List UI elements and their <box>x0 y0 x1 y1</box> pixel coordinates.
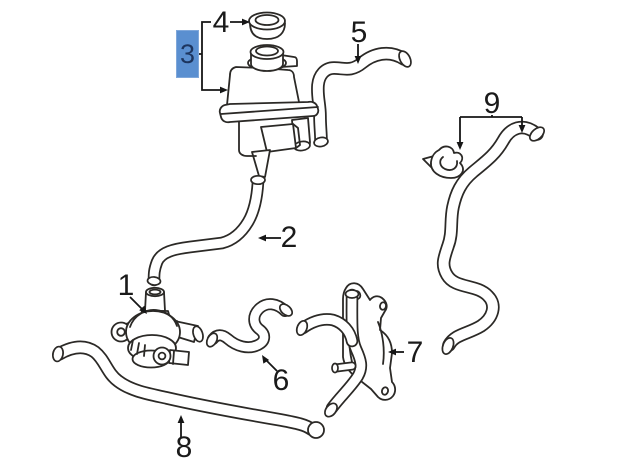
arrow-to-hose-2 <box>258 234 266 242</box>
callout-1[interactable]: 1 <box>117 269 135 302</box>
arrow-to-hose-6 <box>262 355 270 364</box>
callout-7[interactable]: 7 <box>406 336 424 369</box>
arrow-to-pump <box>139 305 147 314</box>
tank-body <box>226 66 301 108</box>
callout-6[interactable]: 6 <box>272 364 290 397</box>
callout-4[interactable]: 4 <box>212 6 230 39</box>
arrow-to-hose-9 <box>518 125 526 133</box>
hose-8 <box>52 340 325 439</box>
reservoir-tank <box>218 44 320 178</box>
arrow-to-cap <box>242 18 250 26</box>
arrow-to-hose-5 <box>354 56 362 64</box>
hose-6 <box>205 298 294 354</box>
water-pump <box>110 286 204 369</box>
callout-2[interactable]: 2 <box>280 221 298 254</box>
tank-flange <box>218 100 320 124</box>
arrow-to-tank <box>220 86 228 94</box>
callout-3-highlight[interactable]: 3 <box>176 30 199 78</box>
hose-clamp <box>422 145 464 179</box>
tank-bracket-boss <box>260 123 297 153</box>
callout-9[interactable]: 9 <box>483 87 501 120</box>
callout-5[interactable]: 5 <box>350 16 368 49</box>
arrow-to-hose-8 <box>177 415 185 423</box>
reservoir-cap <box>248 11 286 40</box>
pump-mount-boss-right <box>152 346 172 366</box>
hose-2 <box>146 174 266 287</box>
arrow-to-bracket-7 <box>388 348 396 356</box>
bracket-hose-assembly-7 <box>295 282 397 418</box>
arrow-to-clamp <box>456 142 464 150</box>
callout-3-label: 3 <box>179 38 196 69</box>
hose-9 <box>436 120 545 355</box>
hose-5 <box>311 46 412 148</box>
callout-leaders <box>129 18 526 438</box>
tank-bracket-leg <box>251 149 271 178</box>
pump-connector <box>168 349 190 366</box>
callout-8[interactable]: 8 <box>175 431 193 464</box>
